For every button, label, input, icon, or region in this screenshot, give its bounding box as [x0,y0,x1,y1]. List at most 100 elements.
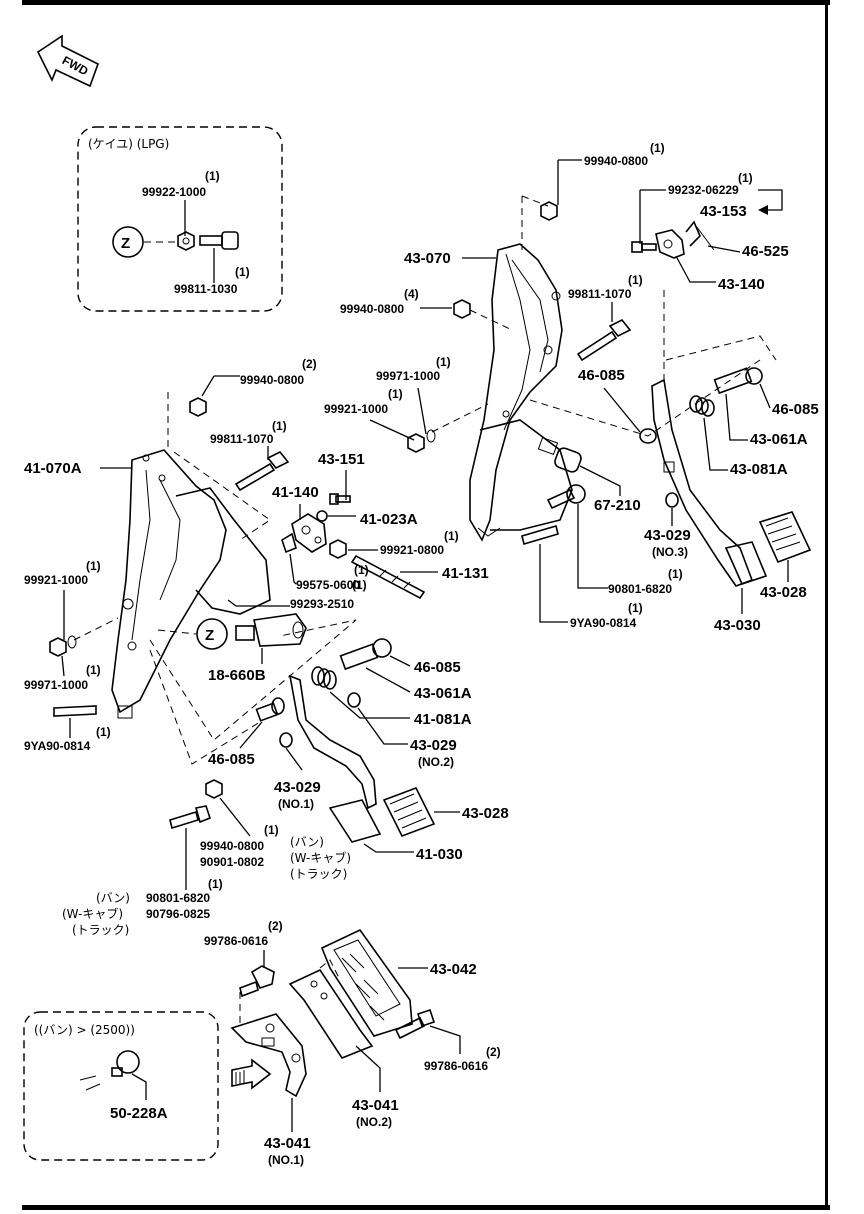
nut-99940-4-icon [453,299,471,319]
note-truck-1: (トラック) [290,867,347,881]
part-99293: 99293-2510 [290,597,354,611]
qty-99940-4: (4) [404,287,419,301]
part-43-081A-a: 43-081A [730,461,788,478]
bracket-43-041-no1 [230,1013,307,1098]
note-wcab-2: (W-キャブ) [62,906,123,921]
pedal-pad-43-042 [320,928,413,1037]
pin-9YA90a-icon [521,524,559,546]
note-43-029-no3: (NO.3) [652,545,688,559]
part-43-151: 43-151 [318,451,365,468]
part-43-061A-a: 43-061A [750,431,808,448]
part-43-070: 43-070 [404,250,451,267]
part-41-131: 41-131 [442,565,489,582]
note-43-029-no2: (NO.2) [418,755,454,769]
qty-99786b: (2) [486,1045,501,1059]
note-van-1: (バン) [290,835,324,849]
inset-lpg-bolt-part: 99811-1030 [174,282,238,296]
qty-99293: (1) [352,578,367,592]
part-99921a: 99921-1000 [324,402,388,416]
qty-99786a: (2) [268,919,283,933]
bolt-99786b-icon [394,1008,436,1040]
qty-99940-top: (1) [650,141,665,155]
bolt-90801b-icon [169,805,211,830]
nut-icon [177,231,195,251]
note-van-2: (バン) [96,891,130,905]
qty-9YA90b: (1) [96,725,111,739]
part-99232: 99232-06229 [668,183,739,197]
part-43-140: 43-140 [718,276,765,293]
part-99786b: 99786-0616 [424,1059,488,1073]
inset-lpg-title: (ケイユ) (LPG) [88,137,169,151]
bolt-43-151-icon [329,493,351,505]
inset-lpg-nut-part: 99922-1000 [142,185,206,199]
part-43-028b: 43-028 [462,805,509,822]
bracket-41-070A [111,449,271,719]
qty-99971b: (1) [86,663,101,677]
z-marker-lpg: Z [121,235,130,252]
switch-18-660B-icon [235,613,307,647]
qty-99811-1070a: (1) [628,273,643,287]
nut-99940-0800c-icon [205,779,223,799]
inset-van-title: ((バン) > (2500)) [34,1023,135,1037]
part-43-042: 43-042 [430,961,477,978]
part-67-210: 67-210 [594,497,641,514]
switch-67-210-icon [537,436,582,473]
part-99921b: 99921-1000 [24,573,88,587]
part-41-023A: 41-023A [360,511,418,528]
nut-99921-0800-icon [329,539,347,559]
stopper-43-029-no3-icon [665,492,679,508]
part-99971b: 99971-1000 [24,678,88,692]
bolt-99811-left-icon [234,450,290,492]
part-43-153: 43-153 [700,203,747,220]
part-90801a: 90801-6820 [608,582,672,596]
note-43-041-no2: (NO.2) [356,1115,392,1129]
qty-99971a: (1) [436,355,451,369]
spring-41-081A-icon [311,666,337,690]
part-46-085a: 46-085 [578,367,625,384]
forward-arrow-icon [231,1058,272,1090]
part-99940-2: 99940-0800 [240,373,304,387]
qty-99575: (1) [354,563,369,577]
note-43-041-no1: (NO.1) [268,1153,304,1167]
part-41-070A: 41-070A [24,460,82,477]
part-99786a: 99786-0616 [204,934,268,948]
part-9YA90a: 9YA90-0814 [570,616,637,630]
right-border [825,0,828,1210]
pedal-pad-43-028a-icon [758,511,812,564]
inset-lpg-bolt-qty: (1) [235,265,250,279]
part-99921-0800: 99921-0800 [380,543,444,557]
part-43-029-no3: 43-029 [644,527,691,544]
qty-99811-1070b: (1) [272,419,287,433]
part-9YA90b: 9YA90-0814 [24,739,91,753]
nut-top-icon [540,201,558,221]
inset-lpg-nut-qty: (1) [205,169,220,183]
pin-9YA90b-icon [53,705,97,717]
part-43-041-no2: 43-041 [352,1097,399,1114]
pivot-pin-46-085c-icon [339,638,392,671]
inset-van-2500: ((バン) > (2500)) 50-228A [23,1011,219,1161]
part-43-061A-b: 43-061A [414,685,472,702]
pedal-pad-43-028b-icon [382,786,436,838]
part-99575: 99575-0600 [296,578,360,592]
bolt-icon [199,231,239,250]
bolt-99786a-icon [239,965,275,998]
clutch-pedal-41-030 [288,674,382,843]
bracket-41-140-icon [291,513,327,553]
inset-lpg: (ケイユ) (LPG) (1) 99922-1000 Z (1) 99811-1… [77,126,283,312]
part-43-029-no1: 43-029 [274,779,321,796]
z-marker: Z [205,627,214,644]
note-43-029-no1: (NO.1) [278,797,314,811]
stopper-43-029-no2-icon [347,692,361,708]
bolt-99811-right-icon [576,318,632,362]
spring-43-081A-a-icon [689,395,715,417]
bracket-43-140-icon [655,229,685,259]
part-99940-4: 99940-0800 [340,302,404,316]
part-99940-top: 99940-0800 [584,154,648,168]
stopper-50-228A-icon [79,1050,140,1091]
nut-41-023A-icon [316,510,328,522]
qty-9YA90a: (1) [628,601,643,615]
qty-99921a: (1) [388,387,403,401]
rod-41-131-icon [350,554,426,600]
part-90901: 90901-0802 [200,855,264,869]
part-46-525: 46-525 [742,243,789,260]
